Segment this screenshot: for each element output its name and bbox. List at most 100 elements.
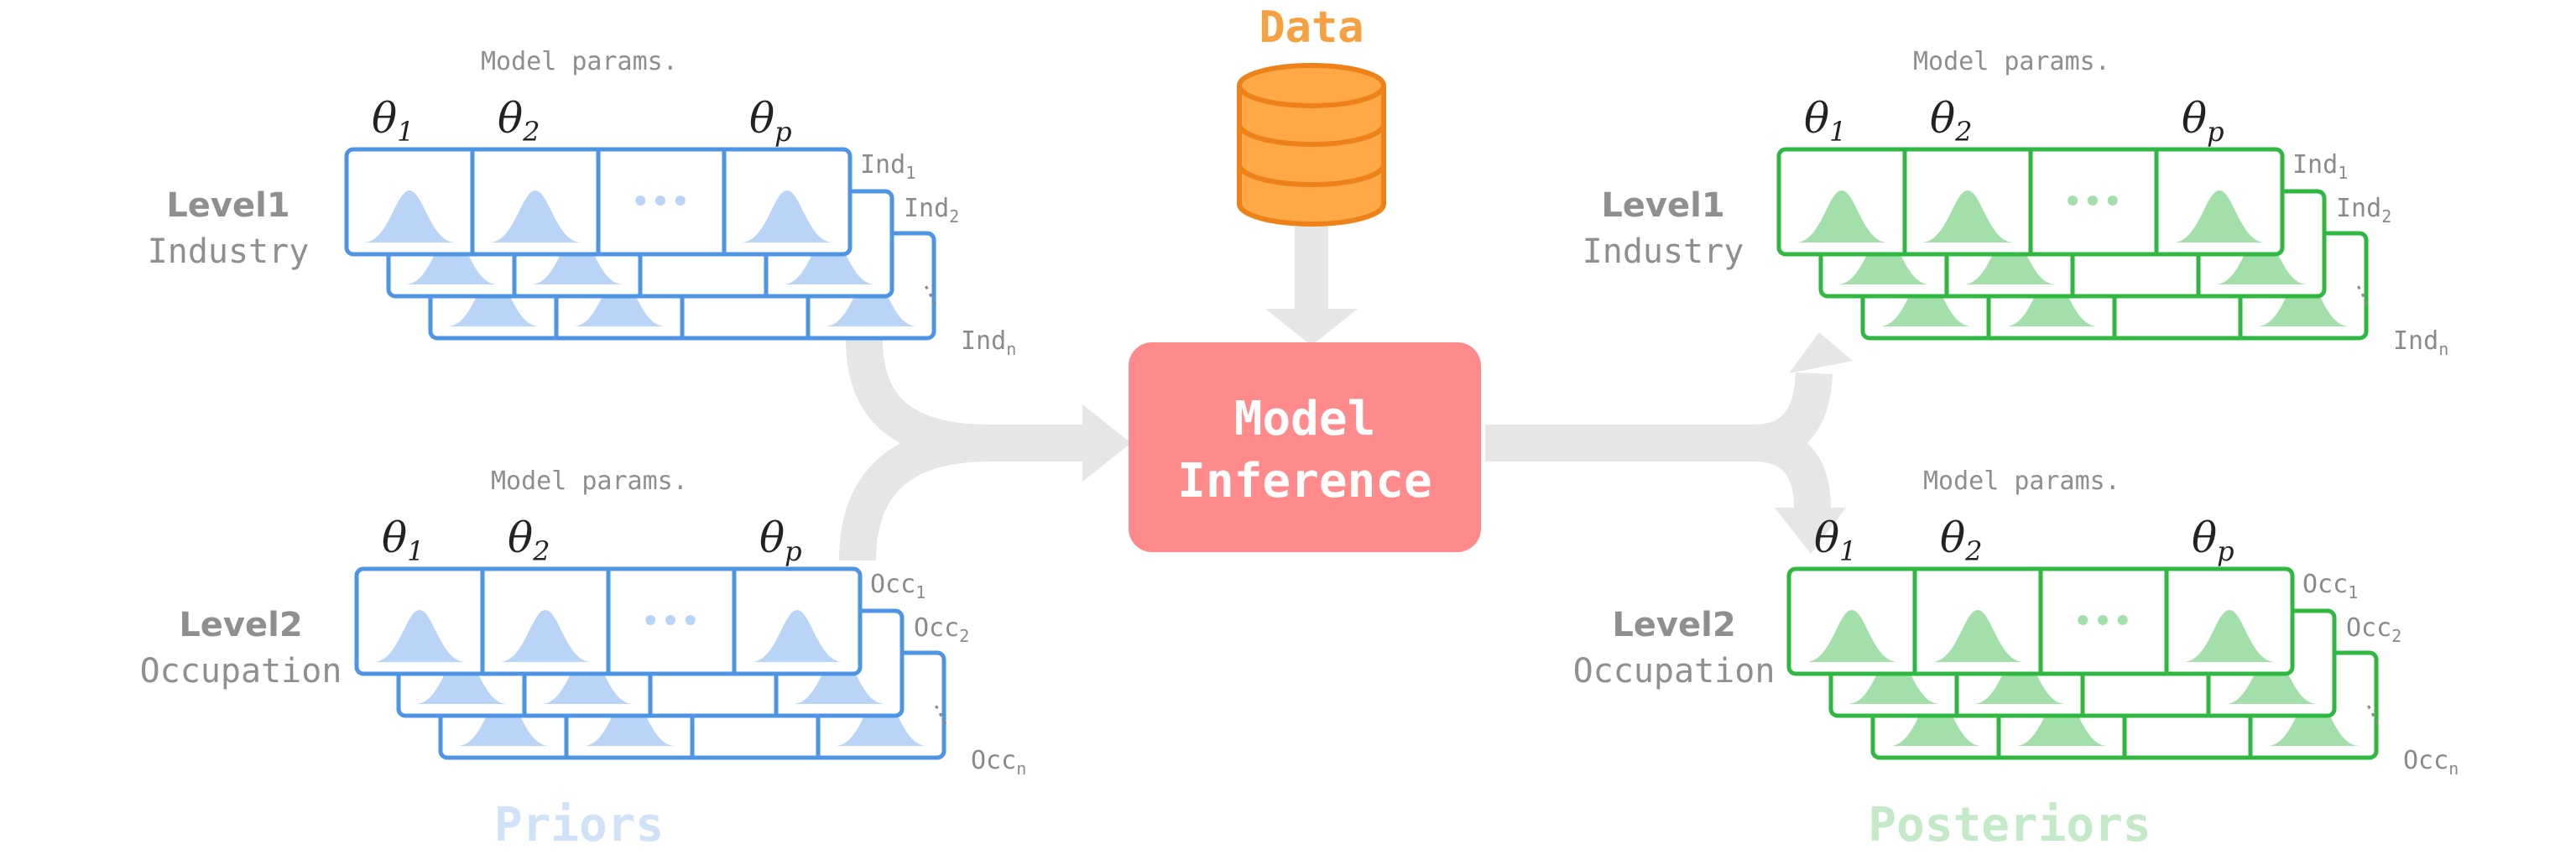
database-body xyxy=(1237,86,1386,227)
theta-symbol: θ xyxy=(382,514,407,562)
layer-subscript: n xyxy=(1006,339,1016,359)
theta-subscript: p xyxy=(785,535,801,567)
layer-subscript: 1 xyxy=(905,163,915,183)
layer-subscript: 2 xyxy=(959,626,969,646)
model-params-label: Model params. xyxy=(491,467,688,496)
theta-subscript: 1 xyxy=(397,116,414,148)
layer-label: Occn xyxy=(2403,746,2459,779)
level-title: Level2 xyxy=(179,606,302,644)
distribution-curve xyxy=(1848,652,1940,704)
layer-label: Ind2 xyxy=(2336,194,2391,227)
database-top xyxy=(1237,63,1386,108)
theta-label: θ2 xyxy=(508,514,550,567)
model-params-label: Model params. xyxy=(1923,467,2120,496)
distribution-curve xyxy=(2225,652,2318,704)
theta-subscript: 2 xyxy=(1954,116,1972,148)
theta-symbol: θ xyxy=(759,514,785,562)
layer-subscript: 1 xyxy=(2348,582,2358,602)
theta-label: θp xyxy=(2182,94,2224,148)
layer-label: Ind1 xyxy=(860,150,915,183)
layer-label: Occn xyxy=(971,746,1026,779)
theta-symbol: θ xyxy=(1930,94,1955,143)
layer-label: Occ2 xyxy=(914,613,969,646)
data-database-icon: Data xyxy=(1237,3,1386,227)
distribution-curve xyxy=(1932,610,2024,662)
level-subtitle: Industry xyxy=(148,232,310,271)
distribution-curve xyxy=(2183,610,2276,662)
distribution-curve xyxy=(457,694,550,746)
distribution-curve xyxy=(1890,694,1982,746)
layer-label: Occ2 xyxy=(2346,613,2401,646)
database-ring-1 xyxy=(1237,123,1386,147)
data-title: Data xyxy=(1259,3,1364,53)
theta-symbol: θ xyxy=(2192,514,2217,562)
theta-subscript: 2 xyxy=(1964,535,1982,567)
theta-label: θ1 xyxy=(1804,94,1846,148)
layer-label: Indn xyxy=(961,326,1016,359)
posterior-level2-arrowhead xyxy=(1775,508,1846,554)
level-subtitle: Industry xyxy=(1583,232,1744,271)
theta-label: θ2 xyxy=(1940,514,1982,567)
data-arrow-shaft xyxy=(1295,227,1328,310)
layer-subscript: 2 xyxy=(2391,626,2401,646)
theta-symbol: θ xyxy=(372,94,397,143)
database-ring-2 xyxy=(1237,164,1386,187)
model-params-label: Model params. xyxy=(1913,47,2110,76)
layer-1: ••• xyxy=(1776,147,2285,257)
ellipsis: ••• xyxy=(631,185,691,219)
inference-label-line2: Inference xyxy=(1177,454,1431,508)
layer-1: ••• xyxy=(1786,566,2295,676)
theta-label: θ2 xyxy=(498,94,540,148)
layer-label: Occ1 xyxy=(870,570,926,602)
inference-label-line1: Model xyxy=(1234,392,1376,446)
distribution-curve xyxy=(541,652,634,704)
theta-symbol: θ xyxy=(749,94,774,143)
level-subtitle: Occupation xyxy=(1573,652,1776,691)
distribution-curve xyxy=(1880,274,1972,326)
distribution-curve xyxy=(583,694,675,746)
layer-label: Ind1 xyxy=(2292,150,2348,183)
theta-symbol: θ xyxy=(1804,94,1829,143)
inference-input-arrowhead xyxy=(1082,404,1131,482)
distribution-curve xyxy=(447,274,540,326)
layer-label: Ind2 xyxy=(904,194,959,227)
layer-label: Occ1 xyxy=(2302,570,2358,602)
distribution-curve xyxy=(1963,232,2056,284)
theta-subscript: 1 xyxy=(1829,116,1846,148)
distribution-curve xyxy=(2215,232,2307,284)
theta-symbol: θ xyxy=(508,514,533,562)
theta-subscript: 2 xyxy=(522,116,540,148)
distribution-curve xyxy=(2005,274,2098,326)
theta-label: θ1 xyxy=(1814,514,1856,567)
layer-subscript: 1 xyxy=(2338,163,2348,183)
theta-subscript: p xyxy=(2217,535,2234,567)
distribution-curve xyxy=(415,652,508,704)
theta-subscript: 2 xyxy=(532,535,550,567)
model-params-label: Model params. xyxy=(481,47,678,76)
distribution-curve xyxy=(793,652,885,704)
distribution-curve xyxy=(751,610,843,662)
layer-subscript: 2 xyxy=(949,206,959,227)
priors-title: Priors xyxy=(494,798,664,852)
theta-label: θp xyxy=(759,514,802,567)
distribution-curve xyxy=(363,190,456,242)
theta-label: θ2 xyxy=(1930,94,1972,148)
distribution-curve xyxy=(741,190,833,242)
distribution-curve xyxy=(405,232,498,284)
model-inference-box: Model Inference xyxy=(1129,342,1481,552)
theta-subscript: p xyxy=(774,116,791,148)
theta-symbol: θ xyxy=(2182,94,2207,143)
data-arrow-head xyxy=(1265,309,1358,346)
posterior-level1-arrowhead xyxy=(1789,332,1853,373)
layer-subscript: n xyxy=(1016,759,1026,779)
distribution-curve xyxy=(825,274,917,326)
theta-subscript: p xyxy=(2207,116,2224,148)
distribution-curve xyxy=(783,232,875,284)
distribution-curve xyxy=(1922,190,2014,242)
layer-subscript: 2 xyxy=(2381,206,2391,227)
theta-label: θ1 xyxy=(382,514,424,567)
level-title: Level1 xyxy=(1601,186,1724,225)
